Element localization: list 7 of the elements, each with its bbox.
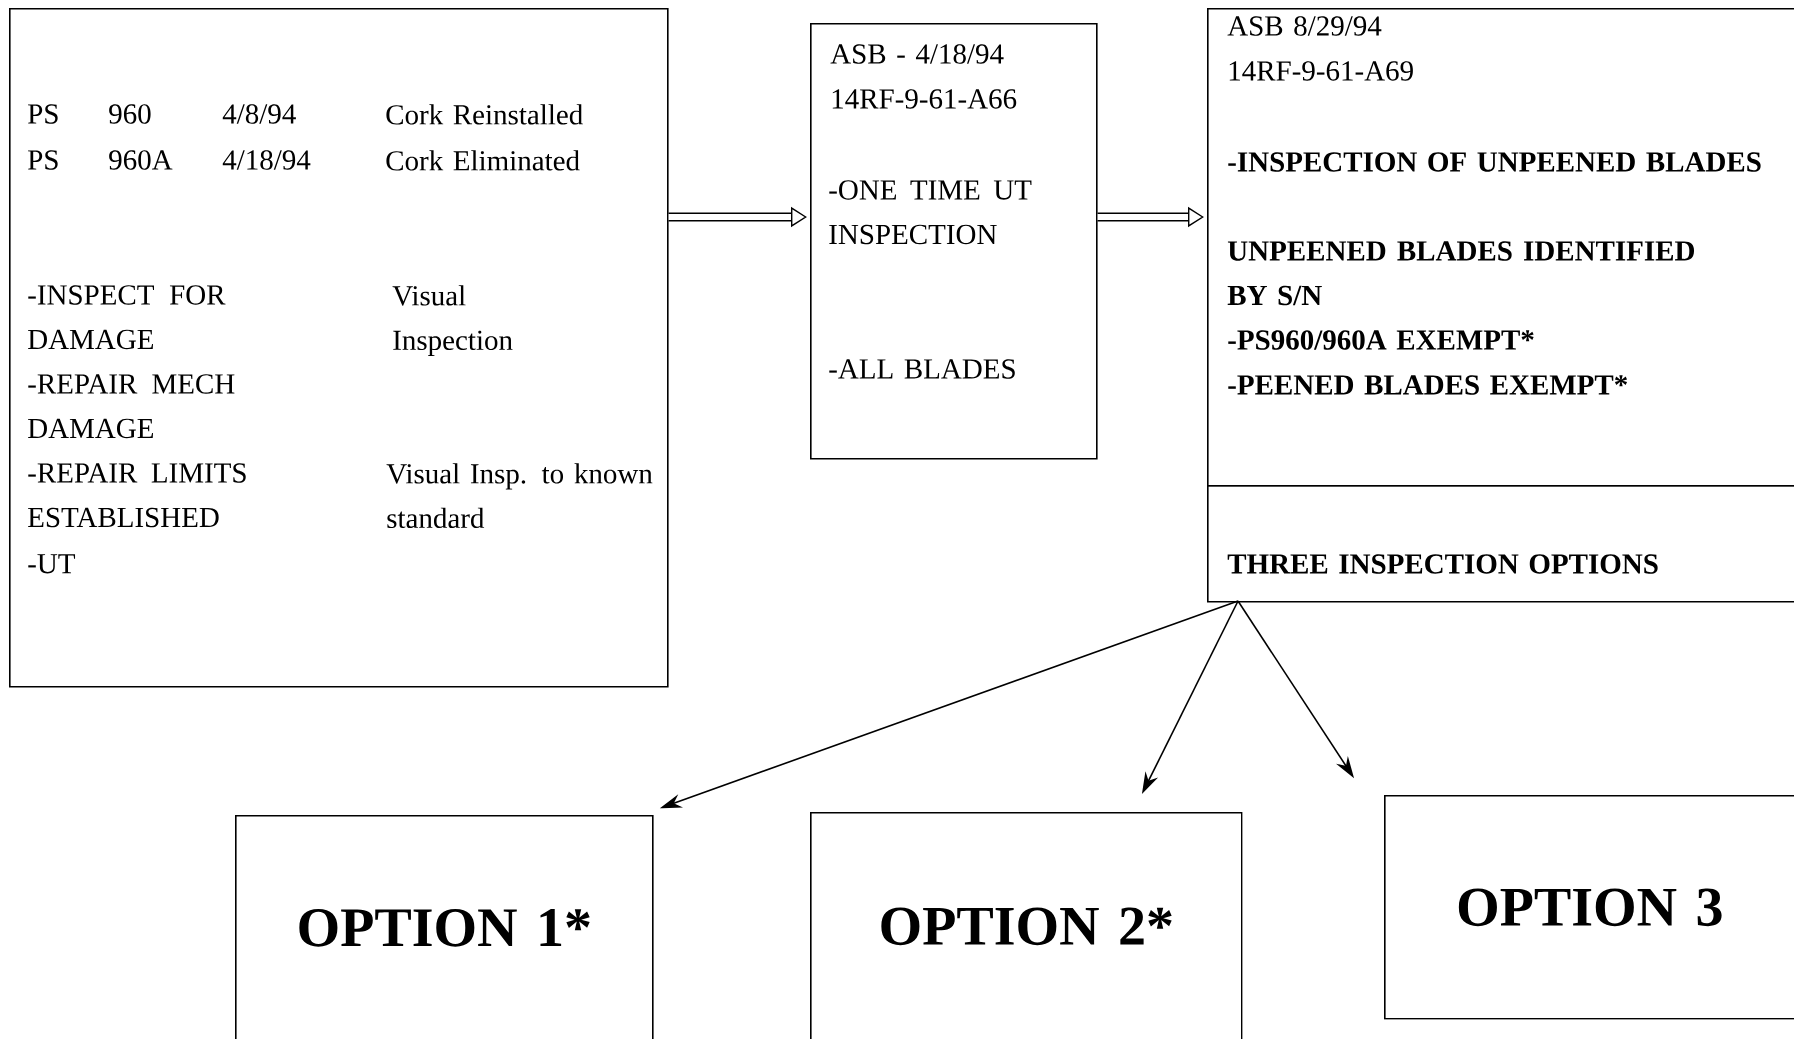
process-box: ASB - 4/18/94 14RF-9-61-A66 -ONE TIME UT INSPECTION -ALL BLADES: [810, 23, 1098, 460]
option-box: OPTION 3: [1384, 795, 1794, 1020]
option-box: OPTION 2*: [810, 812, 1243, 1039]
option-box: OPTION 1*: [235, 815, 654, 1039]
process-box: THREE INSPECTION OPTIONS: [1207, 485, 1794, 603]
process-box: ASB 8/29/94 14RF-9-61-A69 -INSPECTION OF UNPEENED BLADES UNPEENED BLADES IDENTIFIED BY S/N -PS960/960A EXEMPT* -PEENED BLADES EXEMPT*: [1207, 8, 1794, 487]
note-box: PS 960 4/8/94 Cork Reinstalled PS 960A 4/18/94 Cork Eliminated -INSPECT FOR DAMAGE Visual Inspection -REPAIR MECH DAMAGE -REPAIR LIMITS ESTABLISHED Visual Insp. to known standard -UT: [9, 8, 669, 688]
